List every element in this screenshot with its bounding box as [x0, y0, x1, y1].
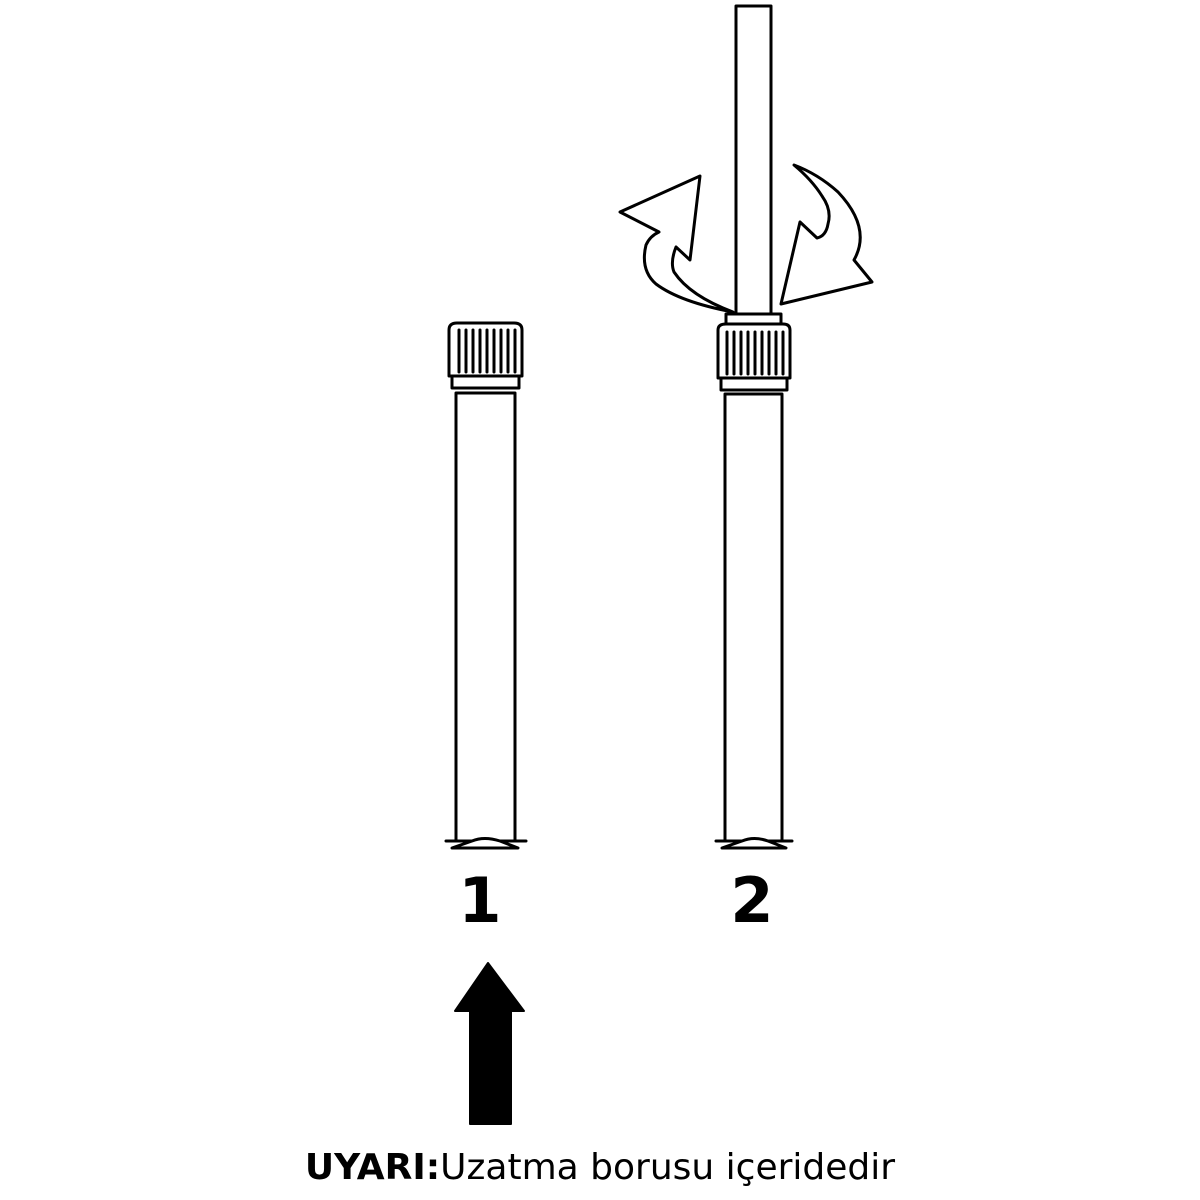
arrow-up-icon — [454, 962, 525, 1125]
extension-pipe — [734, 4, 773, 326]
tube-body-2 — [723, 392, 784, 843]
cap-2 — [716, 312, 792, 392]
foot-1 — [450, 837, 520, 850]
warning-title: UYARI: — [304, 1147, 441, 1188]
step-1-number: 1 — [458, 864, 502, 937]
warning-note: UYARI:Uzatma borusu içeridedir — [0, 1146, 1200, 1189]
cap-1 — [447, 321, 524, 390]
foot-2 — [720, 837, 788, 850]
step-2-number: 2 — [730, 864, 774, 937]
tube-body-1 — [454, 391, 517, 843]
tube-2 — [714, 4, 794, 850]
rotate-arrows-icon — [618, 163, 874, 314]
warning-text: Uzatma borusu içeridedir — [440, 1147, 896, 1188]
tube-1 — [444, 321, 528, 850]
